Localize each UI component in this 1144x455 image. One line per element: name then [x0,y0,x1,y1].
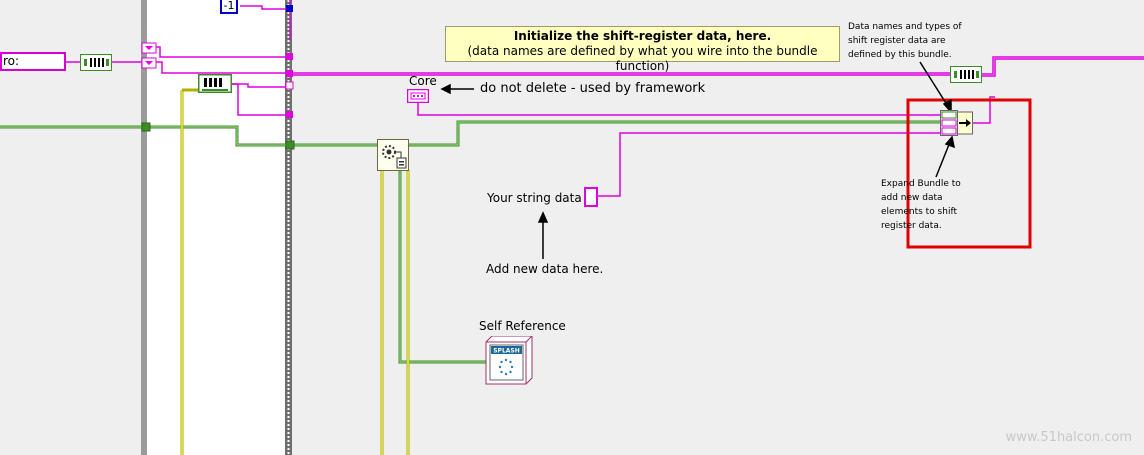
expand-bundle-note: Expand Bundle to add new data elements t… [881,179,961,231]
string-data-label: Your string data [487,191,582,205]
bundle-output-icon[interactable] [950,66,982,83]
invoke-node-icon[interactable] [377,139,409,171]
enum-constant[interactable]: ro: Initialize [0,52,66,71]
case-structure-left-border [141,0,147,455]
splash-icon-text: SPLASH [493,348,520,355]
highlight-box [906,98,1032,249]
core-label: Core [409,74,437,88]
cluster-constant-icon[interactable] [198,74,232,93]
core-note: do not delete - used by framework [480,81,706,96]
comment-subtitle: (data names are defined by what you wire… [467,44,818,73]
add-data-note: Add new data here. [486,262,604,276]
unbundle-icon[interactable] [80,54,112,71]
numeric-constant[interactable]: -1 [220,0,238,14]
core-constant-icon[interactable] [407,89,429,103]
annotation-arrows [440,61,956,259]
comment-title: Initialize the shift-register data, here… [513,29,772,43]
refnum-wires[interactable] [180,88,410,455]
numeric-constant-text: -1 [223,0,235,12]
cluster-wire[interactable] [0,120,940,364]
sequence-frame-border [285,0,292,455]
enum-constant-text: ro: Initialize [3,54,20,68]
self-reference-label: Self Reference [479,319,566,333]
string-constant-icon[interactable] [584,187,598,207]
comment-box: Initialize the shift-register data, here… [445,26,840,73]
string-wires[interactable] [66,0,1144,197]
watermark: www.51halcon.com [1005,430,1132,445]
bundle-note: Data names and types of shift register d… [848,22,962,60]
frame-white-area [147,0,285,455]
bundle-node-icon[interactable] [940,110,974,136]
splash-vi-icon[interactable]: SPLASH [484,336,534,386]
